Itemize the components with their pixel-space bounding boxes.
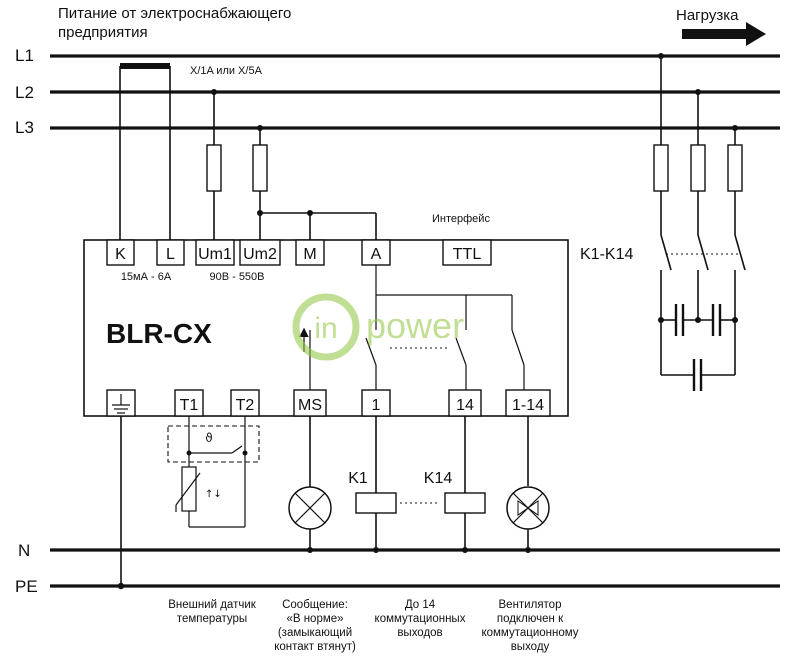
- supply-caption-line2: предприятия: [58, 24, 148, 41]
- terminal-label-t1: T1: [180, 397, 199, 414]
- terminal-label-m: M: [303, 246, 316, 263]
- fuse-bank-l2: [690, 144, 706, 192]
- watermark-in: in: [314, 312, 337, 345]
- fuse-um1: [206, 144, 222, 192]
- thermistor-icon: [181, 466, 197, 512]
- terminal-m: [295, 239, 325, 266]
- fuse-um2: [252, 144, 268, 192]
- terminal-k: [106, 239, 135, 266]
- coil-k14: [444, 492, 486, 514]
- caption-sensor-line2: температуры: [177, 613, 247, 625]
- internal-relay-contacts: [299, 265, 525, 390]
- load-arrow-icon: [682, 22, 766, 46]
- ground-icon: [112, 394, 130, 414]
- terminal-a: [361, 239, 391, 266]
- current-range-label: 15мА - 6А: [121, 271, 172, 283]
- caption-fan-line4: выходу: [511, 641, 550, 653]
- caption-outputs-line3: выходов: [397, 627, 442, 639]
- coil-k1: [355, 492, 397, 514]
- terminal-ttl: [442, 239, 492, 266]
- caption-fan-line3: коммутационному: [481, 627, 578, 639]
- bus-label-pe: PE: [15, 577, 38, 596]
- caption-outputs-line2: коммутационных: [375, 613, 466, 625]
- terminal-t2: [230, 389, 260, 417]
- bus-label-l3: L3: [15, 118, 34, 137]
- watermark-logo: in power: [292, 293, 464, 361]
- contactor-contacts: [660, 234, 746, 271]
- capacitor-icon: [658, 304, 738, 391]
- thermal-switch-icon: ϑ: [205, 431, 212, 445]
- device-body: [83, 239, 569, 417]
- fuse-bank-l1: [653, 144, 669, 192]
- caption-outputs-line1: До 14: [405, 599, 436, 611]
- terminal-label-um2: Um2: [243, 246, 277, 263]
- fan-icon: [506, 486, 550, 530]
- caption-sensor-line1: Внешний датчик: [168, 599, 257, 611]
- ct-ratio-label: X/1A или X/5A: [190, 65, 263, 77]
- terminal-um1: [195, 239, 235, 266]
- terminal-um2: [239, 239, 281, 266]
- watermark-power: power: [366, 305, 464, 346]
- load-caption: Нагрузка: [676, 7, 739, 24]
- supply-caption-line1: Питание от электроснабжающего: [58, 5, 291, 22]
- caption-message-line2: «В норме»: [286, 613, 343, 625]
- terminal-label-1: 1: [372, 397, 381, 414]
- terminal-label-1-14: 1-14: [512, 397, 544, 414]
- terminal-1: [361, 389, 391, 417]
- terminal-t1: [174, 389, 204, 417]
- interface-label: Интерфейс: [432, 213, 490, 225]
- bus-label-l2: L2: [15, 83, 34, 102]
- caption-message-line4: контакт втянут): [274, 641, 356, 653]
- terminal-l: [156, 239, 185, 266]
- lamp-icon: [288, 486, 332, 530]
- coil-label-k1: K1: [348, 470, 368, 487]
- caption-message-line3: (замыкающий: [278, 627, 352, 639]
- contactor-bank-label: K1-K14: [580, 246, 633, 263]
- terminal-label-l: L: [166, 246, 175, 263]
- terminal-label-um1: Um1: [198, 246, 232, 263]
- bus-label-n: N: [18, 541, 30, 560]
- caption-message-line1: Сообщение:: [282, 599, 348, 611]
- terminal-label-t2: T2: [236, 397, 255, 414]
- svg-text:↑↓: ↑↓: [205, 489, 222, 500]
- caption-fan-line2: подключен к: [497, 613, 564, 625]
- caption-fan-line1: Вентилятор: [499, 599, 562, 611]
- current-transformer: [119, 63, 171, 240]
- terminal-label-ttl: TTL: [453, 246, 482, 263]
- voltage-range-label: 90В - 550В: [209, 271, 264, 283]
- terminal-label-14: 14: [456, 397, 474, 414]
- coil-label-k14: K14: [424, 470, 453, 487]
- terminal-label-k: K: [115, 246, 126, 263]
- temperature-sensor: ϑ ↑↓: [167, 416, 260, 528]
- device-name: BLR-CX: [106, 318, 212, 349]
- terminal-label-a: A: [371, 246, 382, 263]
- bus-label-l1: L1: [15, 46, 34, 65]
- fuse-bank-l3: [727, 144, 743, 192]
- terminal-label-ms: MS: [298, 397, 322, 414]
